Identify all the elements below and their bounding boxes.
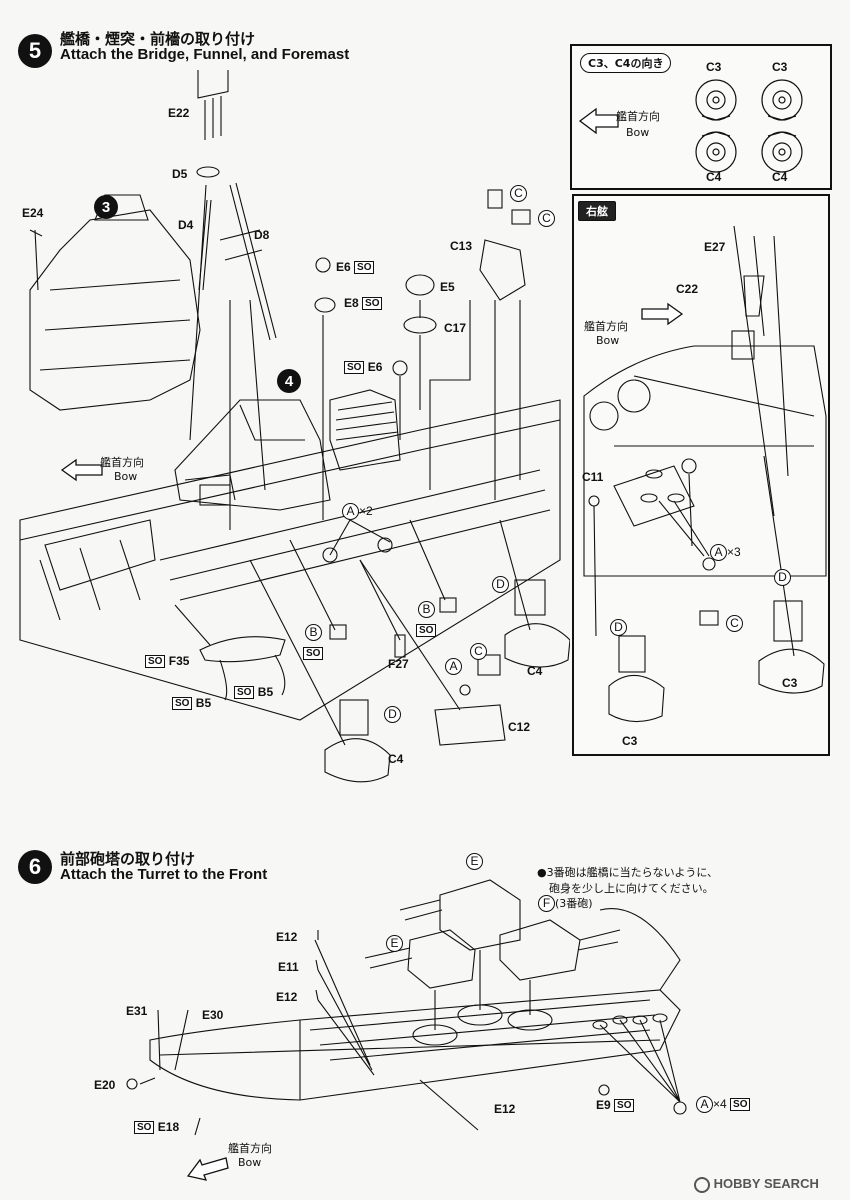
label-c13: C13	[450, 239, 473, 253]
so-badge: SO	[344, 361, 365, 375]
callout-a-x2: A×2	[342, 503, 373, 520]
label-e11: E11	[278, 960, 299, 974]
label-e24: E24	[22, 206, 44, 220]
callout-f-turret3: F(3番砲)	[538, 895, 593, 912]
inset-starboard-title: 右舷	[578, 201, 616, 221]
inset-label-c3-b: C3	[772, 60, 788, 74]
starboard-bow-jp: 艦首方向	[584, 320, 628, 333]
label-c11: C11	[582, 470, 604, 484]
step-6-note-2: 砲身を少し上に向けてください。	[549, 882, 714, 895]
so-badge: SO	[614, 1099, 635, 1113]
step-6-badge: 6	[18, 850, 52, 884]
so-badge: SO	[362, 297, 383, 311]
watermark: HOBBY SEARCH	[694, 1176, 819, 1193]
step-5-title-jp: 艦橋・煙突・前檣の取り付け	[60, 30, 256, 48]
label-c3-starboard-a: C3	[622, 734, 638, 748]
label-e6-a: E6 SO	[336, 260, 375, 275]
callout-3-badge: 3	[94, 195, 118, 219]
callout-b-1: B	[418, 598, 435, 618]
step-5-diagram	[19, 70, 570, 783]
label-e27: E27	[704, 240, 726, 254]
label-e12-b: E12	[276, 990, 298, 1004]
label-d4: D4	[178, 218, 194, 232]
callout-c-2: C	[538, 207, 555, 227]
turret-base-diagrams	[695, 79, 803, 173]
step-6-diagram	[126, 879, 687, 1136]
label-b5-b: SO B5	[234, 685, 273, 700]
label-f27: F27	[388, 657, 409, 671]
callout-e-mid: E	[386, 932, 403, 952]
label-b5-a: SO B5	[172, 696, 211, 711]
callout-d-2: D	[384, 703, 401, 723]
label-e12-a: E12	[276, 930, 298, 944]
step-6-title-en: Attach the Turret to the Front	[60, 866, 268, 883]
label-e9: E9 SO	[596, 1098, 635, 1113]
bow-arrow-icon	[578, 107, 619, 135]
label-c22: C22	[676, 282, 699, 296]
step-5-title-en: Attach the Bridge, Funnel, and Foremast	[60, 46, 350, 63]
so-badge: SO	[134, 1121, 155, 1135]
label-d8: D8	[254, 228, 270, 242]
starboard-diagram	[583, 225, 827, 723]
callout-d-starboard-1: D	[610, 616, 627, 636]
starboard-bow-en: Bow	[596, 334, 620, 347]
callout-c-starboard: C	[726, 612, 743, 632]
inset-label-c3-a: C3	[706, 60, 722, 74]
callout-b-2: B	[305, 621, 322, 641]
callout-c-3: C	[470, 640, 487, 660]
bow-label-en: Bow	[114, 470, 138, 483]
inset-bow-jp: 艦首方向	[616, 110, 660, 123]
callout-e-top: AE	[466, 850, 483, 870]
callout-a-2: A	[445, 655, 462, 675]
callout-c-1: C	[510, 182, 527, 202]
so-b-1: SO	[416, 620, 437, 639]
label-e6-b: SO E6	[344, 360, 382, 375]
step-5-badge: 5	[18, 34, 52, 68]
so-badge: SO	[234, 686, 255, 700]
label-f35: SO F35	[145, 654, 189, 669]
label-e8: E8 SO	[344, 296, 383, 311]
label-e20: E20	[94, 1078, 116, 1092]
label-d5: D5	[172, 167, 188, 181]
bow-label-jp: 艦首方向	[100, 456, 144, 469]
label-c4-a: C4	[527, 664, 543, 678]
watermark-logo-icon	[694, 1176, 710, 1193]
so-badge: SO	[172, 697, 193, 711]
callout-d-starboard-2: D	[774, 566, 791, 586]
inset-c3-c4-orientation: C3、C4の向き 艦首方向 Bow C3 C3 C4 C4	[570, 44, 832, 190]
bow-arrow-icon	[186, 1157, 229, 1181]
callout-a-x3: A×3	[710, 544, 741, 561]
inset-c3-c4-title: C3、C4の向き	[580, 53, 672, 73]
inset-bow-en: Bow	[626, 126, 650, 139]
label-c17: C17	[444, 321, 467, 335]
label-c4-b: C4	[388, 752, 404, 766]
label-e30: E30	[202, 1008, 224, 1022]
label-e22: E22	[168, 106, 190, 120]
so-badge: SO	[354, 261, 375, 275]
step-6-title-jp: 前部砲塔の取り付け	[60, 850, 196, 868]
callout-d-1: D	[492, 573, 509, 593]
label-c12: C12	[508, 720, 531, 734]
step-6-note-1: ●3番砲は艦橋に当たらないように、	[537, 866, 719, 879]
so-b-2: SO	[303, 643, 324, 662]
callout-a-x4: A×4 SO	[696, 1096, 751, 1113]
bow-arrow-right-icon	[641, 302, 684, 326]
callout-4-badge: 4	[277, 369, 301, 393]
step-6-bow-jp: 艦首方向	[228, 1142, 272, 1155]
label-e12-c: E12	[494, 1102, 516, 1116]
inset-starboard: 右舷 E27 C22 艦首方向 Bow C11 A×3 C D D	[572, 194, 830, 756]
so-badge: SO	[145, 655, 166, 669]
bow-arrow-icon	[60, 458, 103, 482]
inset-label-c4-b: C4	[772, 170, 788, 184]
inset-label-c4-a: C4	[706, 170, 722, 184]
label-e5: E5	[440, 280, 455, 294]
label-e31: E31	[126, 1004, 148, 1018]
label-e18: SO E18	[134, 1120, 179, 1135]
step-6-bow-en: Bow	[238, 1156, 262, 1169]
label-c3-starboard-b: C3	[782, 676, 798, 690]
